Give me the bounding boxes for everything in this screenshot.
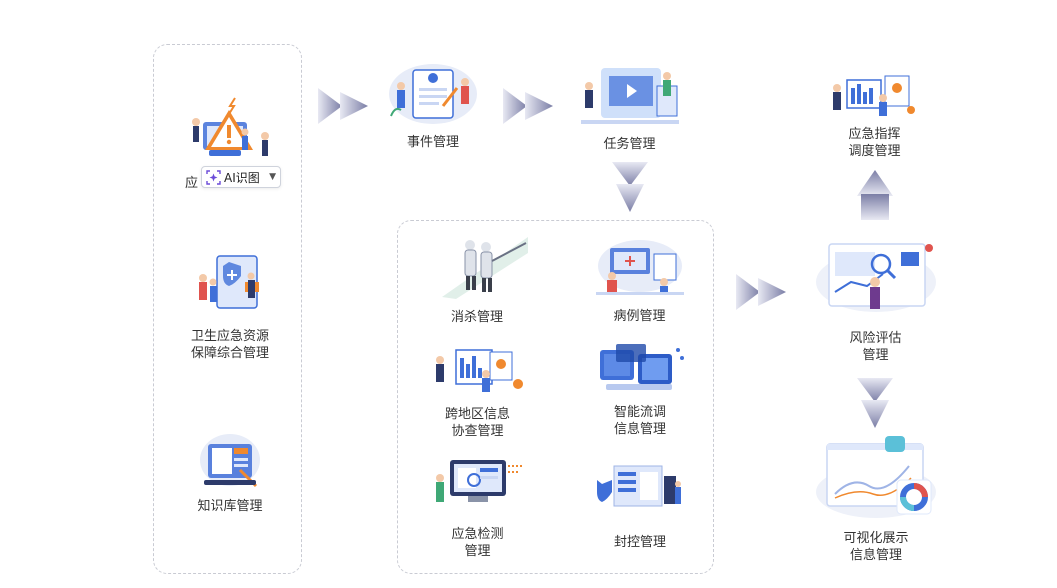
arrow-right-1 bbox=[318, 88, 368, 124]
case-illustration-icon bbox=[595, 240, 684, 295]
modules-group-box bbox=[397, 220, 714, 574]
resources-illustration-icon bbox=[199, 255, 259, 309]
knowledge-illustration-icon bbox=[200, 434, 260, 488]
case-label: 病例管理 bbox=[613, 309, 666, 324]
detection-label: 应急检测 管理 bbox=[451, 527, 504, 559]
resources-node: 卫生应急资源 保障综合管理 bbox=[175, 252, 285, 362]
event-label: 事件管理 bbox=[406, 135, 459, 150]
module-lockdown: 封控管理 bbox=[590, 462, 690, 551]
task-illustration-icon bbox=[580, 68, 679, 124]
arrow-down-task bbox=[612, 162, 648, 212]
module-cross-region: 跨地区信息 协查管理 bbox=[420, 346, 535, 440]
ai-scan-icon bbox=[206, 169, 221, 185]
arrow-up-command bbox=[857, 170, 893, 220]
visual-illustration-icon bbox=[816, 436, 936, 518]
left-group-box bbox=[153, 44, 302, 574]
module-disinfect: 消杀管理 bbox=[418, 233, 536, 326]
lockdown-label: 封控管理 bbox=[613, 535, 666, 550]
risk-label: 风险评估 管理 bbox=[849, 331, 902, 363]
visual-node: 可视化展示 信息管理 bbox=[812, 436, 940, 564]
detection-illustration-icon bbox=[435, 460, 524, 502]
resources-label: 卫生应急资源 保障综合管理 bbox=[190, 329, 269, 361]
alert-label: 应 bbox=[185, 176, 199, 191]
arrow-right-2 bbox=[503, 88, 553, 124]
task-node: 任务管理 bbox=[572, 62, 687, 153]
smart-flow-illustration-icon bbox=[600, 344, 684, 390]
module-smart-flow: 智能流调 信息管理 bbox=[590, 340, 690, 438]
event-node: 事件管理 bbox=[378, 58, 488, 151]
knowledge-node: 知识库管理 bbox=[180, 430, 280, 515]
module-detection: 应急检测 管理 bbox=[420, 456, 535, 560]
event-illustration-icon bbox=[389, 64, 477, 124]
alert-illustration-icon bbox=[192, 97, 269, 156]
arrow-down-risk bbox=[857, 378, 893, 428]
disinfect-label: 消杀管理 bbox=[450, 310, 503, 325]
command-node: 应急指挥 调度管理 bbox=[822, 70, 927, 160]
smart-flow-label: 智能流调 信息管理 bbox=[613, 405, 666, 437]
visual-label: 可视化展示 信息管理 bbox=[843, 531, 909, 563]
task-label: 任务管理 bbox=[603, 137, 656, 152]
arrow-right-3 bbox=[736, 274, 786, 310]
knowledge-label: 知识库管理 bbox=[197, 499, 263, 514]
command-illustration-icon bbox=[832, 75, 915, 116]
chevron-down-icon: ▼ bbox=[269, 172, 276, 182]
risk-illustration-icon bbox=[815, 243, 936, 312]
module-case: 病例管理 bbox=[582, 236, 697, 325]
command-label: 应急指挥 调度管理 bbox=[848, 127, 901, 159]
ai-button-label: AI识图 bbox=[224, 170, 260, 185]
risk-node: 风险评估 管理 bbox=[808, 234, 943, 364]
disinfect-illustration-icon bbox=[442, 237, 528, 299]
cross-region-illustration-icon bbox=[435, 349, 523, 392]
emergency-alert-node bbox=[185, 92, 275, 164]
ai-recognize-button[interactable]: AI识图 ▼ bbox=[201, 166, 281, 188]
lockdown-illustration-icon bbox=[597, 465, 681, 507]
cross-region-label: 跨地区信息 协查管理 bbox=[444, 407, 510, 439]
